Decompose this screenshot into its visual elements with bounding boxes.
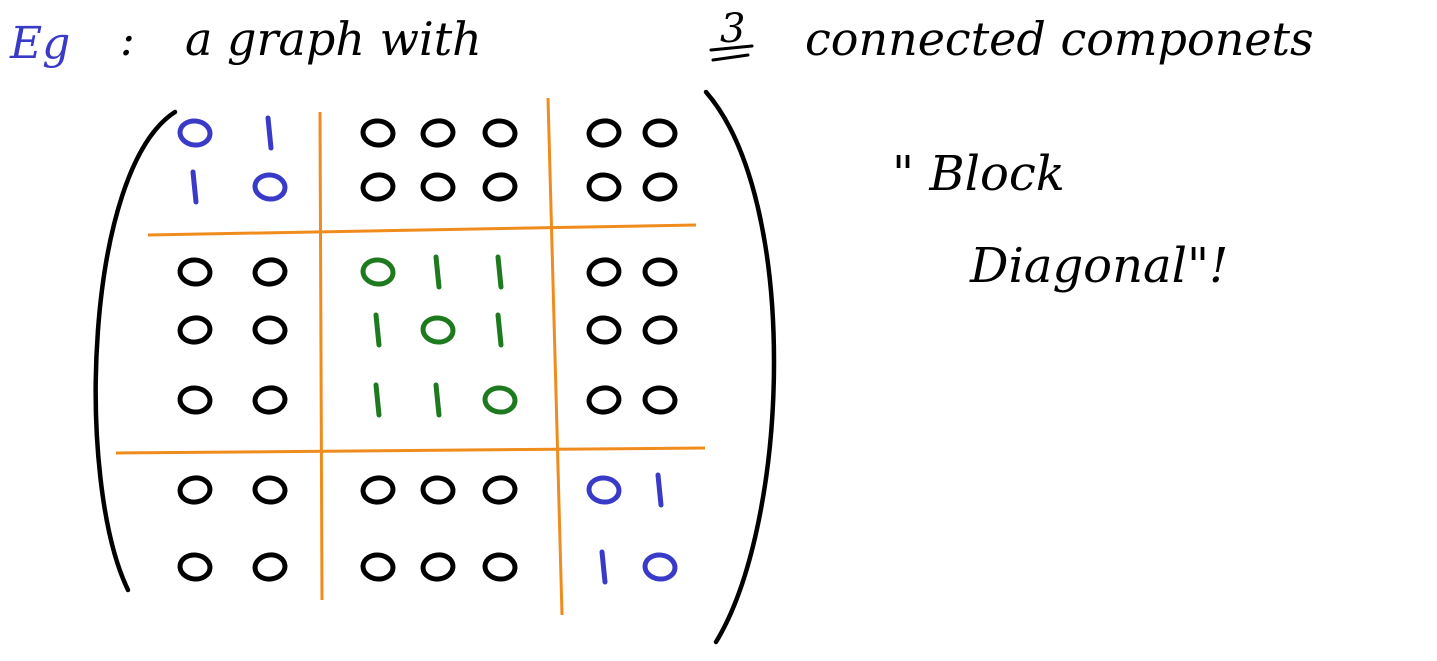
matrix-entry-r4-c2: [373, 382, 382, 418]
note-line-1: " Block: [892, 146, 1065, 202]
matrix-entry-r2-c1: [252, 257, 288, 287]
matrix-entry-r5-c5: [586, 475, 622, 505]
left-bracket: [93, 109, 178, 593]
matrix-entry-r6-c2: [360, 552, 396, 582]
matrix-entry-r1-c6: [642, 172, 678, 202]
number-underline-1: [709, 44, 754, 52]
matrix-entry-r4-c1: [252, 385, 288, 415]
matrix-entry-r2-c5: [586, 257, 622, 287]
matrix-entry-r6-c1: [252, 552, 288, 582]
heading-text-before-number: a graph with: [185, 12, 482, 66]
matrix-entry-r4-c5: [586, 385, 622, 415]
matrix-entry-r6-c4: [482, 552, 518, 582]
matrix-entry-r1-c1: [252, 172, 288, 202]
matrix-entry-r6-c5: [599, 549, 608, 585]
matrix-entry-r5-c6: [655, 472, 664, 508]
matrix-entry-r5-c0: [177, 475, 213, 505]
matrix-entry-r1-c5: [586, 172, 622, 202]
heading-number: 3: [720, 6, 745, 52]
matrix-entry-r3-c3: [420, 315, 456, 345]
matrix-entry-r4-c6: [642, 385, 678, 415]
matrix-entry-r1-c4: [482, 172, 518, 202]
matrix-entry-r4-c3: [433, 382, 442, 418]
matrix-entry-r0-c2: [360, 118, 396, 148]
matrix-entry-r2-c3: [433, 254, 442, 290]
matrix-entry-r2-c4: [495, 254, 504, 290]
matrix-entry-r5-c4: [482, 475, 518, 505]
heading: Eg : a graph with 3 connected componets: [9, 6, 1314, 69]
note-line-2: Diagonal"!: [969, 238, 1228, 294]
vertical-separator-1: [318, 111, 324, 601]
matrix-entry-r0-c4: [482, 118, 518, 148]
heading-prefix: Eg: [9, 18, 70, 69]
matrix-entry-r1-c2: [360, 172, 396, 202]
matrix-entry-r3-c5: [586, 315, 622, 345]
matrix-entry-r6-c6: [642, 552, 678, 582]
heading-colon: :: [120, 15, 135, 66]
matrix-entry-r6-c0: [177, 552, 213, 582]
matrix-entry-r5-c2: [360, 475, 396, 505]
block-diagonal-note: " Block Diagonal"!: [892, 146, 1228, 294]
matrix-entry-r0-c6: [642, 118, 678, 148]
matrix-entry-r0-c1: [265, 115, 274, 151]
matrix-entry-r1-c3: [420, 172, 456, 202]
matrix-entry-r2-c6: [642, 257, 678, 287]
horizontal-separator-1: [147, 223, 697, 237]
matrix-entry-r4-c0: [177, 385, 213, 415]
horizontal-separator-2: [115, 446, 706, 455]
matrix-entry-r5-c3: [420, 475, 456, 505]
matrix-entry-r3-c2: [373, 312, 382, 348]
block-separators: [115, 97, 706, 616]
heading-text-after-number: connected componets: [805, 12, 1314, 66]
matrix-entry-r5-c1: [252, 475, 288, 505]
matrix-entry-r3-c6: [642, 315, 678, 345]
right-bracket: [703, 89, 777, 645]
matrix-entry-r2-c2: [360, 257, 396, 287]
matrix-entry-r3-c0: [177, 315, 213, 345]
matrix-entry-r1-c0: [190, 169, 199, 205]
number-underline-2: [711, 53, 750, 62]
vertical-separator-2: [546, 97, 564, 616]
matrix-entry-r0-c3: [420, 118, 456, 148]
matrix-entry-r3-c4: [495, 312, 504, 348]
matrix-entry-r2-c0: [177, 257, 213, 287]
matrix-entry-r4-c4: [482, 385, 518, 415]
matrix-entry-r6-c3: [420, 552, 456, 582]
matrix-entry-r3-c1: [252, 315, 288, 345]
matrix-entries: [177, 115, 678, 585]
matrix-entry-r0-c0: [177, 118, 213, 148]
matrix-entry-r0-c5: [586, 118, 622, 148]
